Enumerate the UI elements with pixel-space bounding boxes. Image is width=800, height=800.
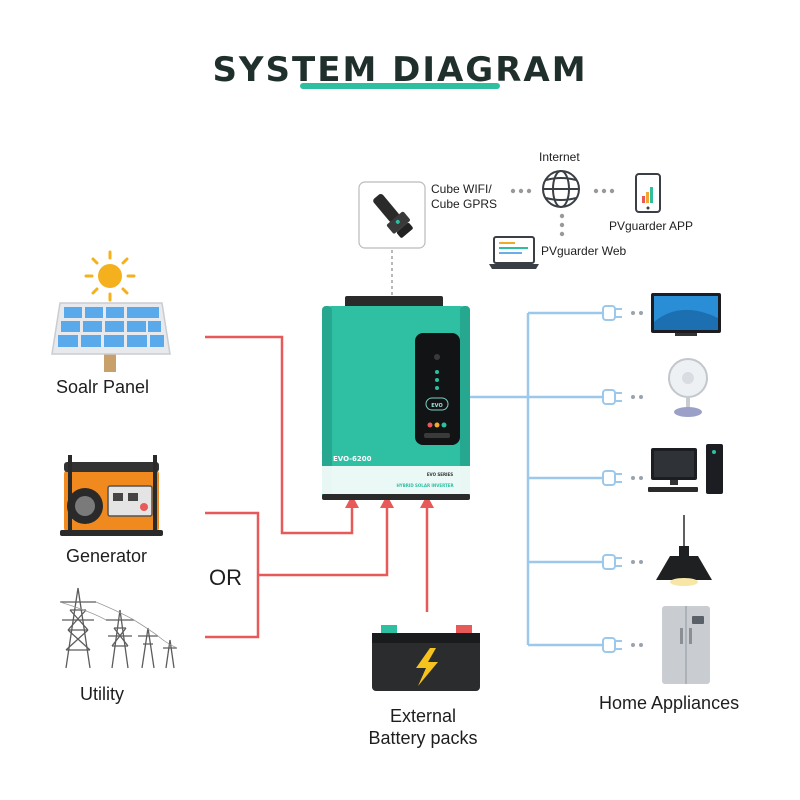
desktop-computer-icon [648, 444, 723, 494]
generator-label: Generator [66, 546, 148, 566]
inverter-series-label: EVO SERIES [427, 472, 453, 477]
solar-panel-icon [51, 302, 171, 372]
solar-panel-label: Soalr Panel [56, 377, 150, 397]
title-underline [300, 83, 500, 89]
internet-label: Internet [539, 150, 580, 164]
output-connection-lines [467, 311, 603, 647]
plug-dots [631, 311, 643, 647]
network-dots [510, 188, 615, 237]
phone-app-icon [635, 173, 661, 213]
home-appliances-label: Home Appliances [599, 693, 740, 713]
laptop-web-icon [489, 236, 539, 269]
web-label: PVguarder Web [541, 244, 627, 258]
input-connection-lines [205, 335, 429, 639]
plug-icons [602, 305, 622, 653]
pendant-lamp-icon [656, 515, 712, 586]
battery-icon [372, 625, 480, 691]
app-label: PVguarder APP [609, 219, 694, 233]
tv-icon [651, 293, 721, 336]
battery-label-line1: External [389, 706, 457, 726]
inverter-logo-text: EVO [431, 403, 442, 409]
inverter-model-label: EVO-6200 [333, 455, 372, 463]
battery-label-line2: Battery packs [368, 728, 478, 748]
generator-icon [60, 455, 163, 536]
wifi-dongle-icon [358, 181, 426, 249]
fan-icon [668, 358, 708, 417]
sun-icon [84, 250, 136, 302]
inverter-type-label: HYBRID SOLAR INVERTER [396, 483, 453, 488]
internet-globe-icon [542, 170, 580, 208]
utility-label: Utility [80, 684, 124, 704]
utility-towers-icon [59, 587, 178, 669]
or-label: OR [209, 565, 242, 590]
refrigerator-icon [662, 606, 710, 684]
inverter-unit [322, 296, 470, 500]
input-arrowheads [345, 495, 434, 508]
cube-device-label-line2: Cube GPRS [431, 197, 498, 211]
cube-device-label-line1: Cube WIFI/ [431, 182, 492, 196]
